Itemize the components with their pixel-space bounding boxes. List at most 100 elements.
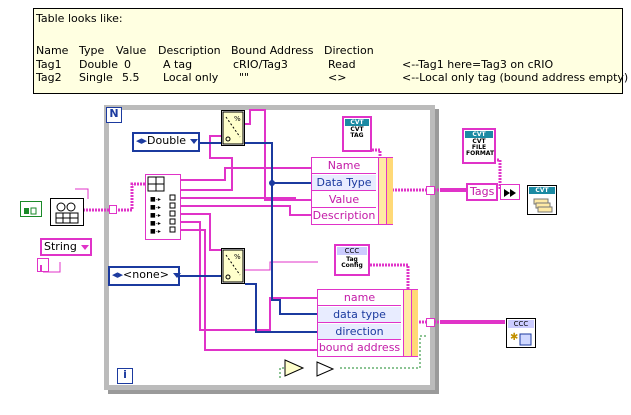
bundle-row-name[interactable]: name (318, 290, 401, 306)
cvt-file-header: CVT (465, 131, 493, 138)
ccc-tag-config-constant[interactable]: CCC Tag Config (334, 244, 370, 276)
comment-row2-name: Tag2 (36, 71, 62, 84)
loop-count-terminal[interactable]: N (106, 107, 122, 123)
index-array-icon: ■-▸■-▸■-▸■-▸■-▸ (147, 176, 176, 235)
comment-row1-description: A tag (163, 58, 193, 71)
data-type-enum[interactable]: ◂▸Double (132, 132, 200, 152)
loop-output-tunnel-cvt[interactable] (426, 186, 435, 195)
scan-string-icon: % (222, 111, 244, 145)
svg-text:■-▸: ■-▸ (150, 220, 161, 227)
string-type-ring-value: String (44, 240, 77, 253)
bundle-row-data-type[interactable]: Data Type (312, 175, 376, 191)
ccc-tag-line2: Config (341, 262, 363, 269)
comment-title: Table looks like: (36, 12, 123, 25)
comment-row2-direction: <> (328, 71, 347, 84)
comment-header-type: Type (79, 44, 105, 57)
bundle-bar (403, 290, 412, 356)
comment-row1-value: 0 (124, 58, 131, 71)
comment-header-name: Name (36, 44, 69, 57)
svg-text:%: % (234, 115, 241, 123)
dropdown-arrow-icon (172, 272, 181, 278)
index-array-node[interactable]: ■-▸■-▸■-▸■-▸■-▸ (145, 174, 181, 240)
compare-nodes (284, 359, 335, 377)
bundle-by-name-cvt[interactable]: Name Data Type Value Description (311, 157, 393, 225)
loop-output-tunnel-ccc[interactable] (426, 318, 435, 327)
scan-from-string-bottom[interactable]: % (221, 248, 245, 284)
svg-text:■-▸: ■-▸ (150, 212, 161, 219)
comment-row1-note: <--Tag1 here=Tag3 on cRIO (402, 58, 554, 71)
arrow-right-icon (504, 189, 516, 197)
data-type-enum-value: Double (147, 134, 187, 147)
cvt-tag-constant[interactable]: CVT CVT TAG (342, 116, 372, 152)
bundle-row-name[interactable]: Name (312, 158, 376, 174)
comment-row1-bound-address: cRIO/Tag3 (233, 58, 288, 71)
bundle-array-node[interactable] (500, 184, 520, 200)
string-constant[interactable] (37, 258, 49, 272)
comment-row2-type: Single (79, 71, 113, 84)
cvt-file-line3: FORMAT (466, 150, 495, 157)
bundle-bar (386, 158, 393, 224)
tags-indicator[interactable]: Tags (466, 183, 498, 201)
comment-row1-type: Double (79, 58, 118, 71)
comment-header-bound-address: Bound Address (231, 44, 314, 57)
scan-from-string-top[interactable]: % (221, 110, 245, 146)
comment-row2-description: Local only (163, 71, 219, 84)
cvt-init-vi[interactable]: CVT (527, 185, 557, 215)
svg-text:✱: ✱ (510, 332, 518, 343)
scan-string-icon: % (222, 249, 244, 283)
comment-row2-bound-address: "" (239, 71, 250, 84)
bundle-row-description[interactable]: Description (312, 209, 376, 222)
ccc-tag-header: CCC (337, 247, 367, 255)
cvt-tag-header: CVT (345, 119, 369, 126)
spreadsheet-table-icon[interactable] (50, 198, 84, 226)
stack-icon (533, 198, 553, 213)
comment-header-value: Value (116, 44, 147, 57)
ccc-tag-body: Tag Config (338, 257, 366, 269)
comment-row1-name: Tag1 (36, 58, 62, 71)
ccc-init-vi[interactable]: CCC ✱ (506, 318, 536, 348)
comment-row1-direction: Read (328, 58, 356, 71)
not-equal-node[interactable] (284, 359, 305, 377)
cvt-tag-line2: TAG (350, 132, 364, 139)
comment-header-direction: Direction (324, 44, 374, 57)
bundle-bar (411, 290, 418, 356)
svg-text:%: % (234, 253, 241, 261)
comment-label: Table looks like: Name Type Value Descri… (33, 8, 628, 94)
cvt-tag-line1: CVT (350, 126, 364, 133)
table-glasses-icon (55, 202, 79, 224)
cvt-init-header: CVT (529, 187, 555, 194)
input-terminal[interactable] (20, 201, 42, 217)
not-node[interactable] (316, 361, 335, 377)
dropdown-arrow-icon (80, 244, 89, 250)
bundle-by-name-ccc[interactable]: name data type direction bound address (317, 289, 418, 357)
cvt-file-line1: CVT (472, 138, 486, 145)
bundle-row-data-type[interactable]: data type (318, 307, 401, 323)
bundle-row-direction[interactable]: direction (318, 324, 401, 340)
direction-enum[interactable]: ◂▸<none> (108, 266, 181, 286)
string-constant-icon (40, 265, 42, 272)
bundle-bar (378, 158, 387, 224)
star-config-icon: ✱ (510, 332, 532, 346)
loop-iteration-terminal[interactable]: i (117, 368, 133, 384)
terminal-icon (24, 207, 37, 215)
enum-arrows-icon: ◂▸ (136, 134, 148, 147)
bundle-row-value[interactable]: Value (312, 192, 376, 208)
cvt-tag-body: CVT TAG (346, 127, 368, 139)
ccc-init-header: CCC (508, 320, 534, 328)
string-type-ring[interactable]: String (40, 238, 92, 256)
loop-input-tunnel[interactable] (109, 205, 117, 214)
enum-arrows-icon: ◂▸ (112, 268, 124, 281)
cvt-file-line2: FILE (471, 144, 487, 151)
comment-row2-value: 5.5 (122, 71, 140, 84)
svg-text:■-▸: ■-▸ (150, 204, 161, 211)
cvt-file-body: CVT FILE FORMAT (466, 138, 495, 157)
ccc-tag-line1: Tag (346, 256, 358, 263)
comment-row2-note: <--Local only tag (bound address empty) (402, 71, 629, 84)
svg-text:■-▸: ■-▸ (150, 196, 161, 203)
cvt-file-format-constant[interactable]: CVT CVT FILE FORMAT (462, 128, 496, 164)
comment-header-description: Description (158, 44, 221, 57)
bundle-row-bound-address[interactable]: bound address (318, 341, 401, 354)
dropdown-arrow-icon (190, 138, 199, 144)
svg-text:■-▸: ■-▸ (150, 228, 161, 235)
